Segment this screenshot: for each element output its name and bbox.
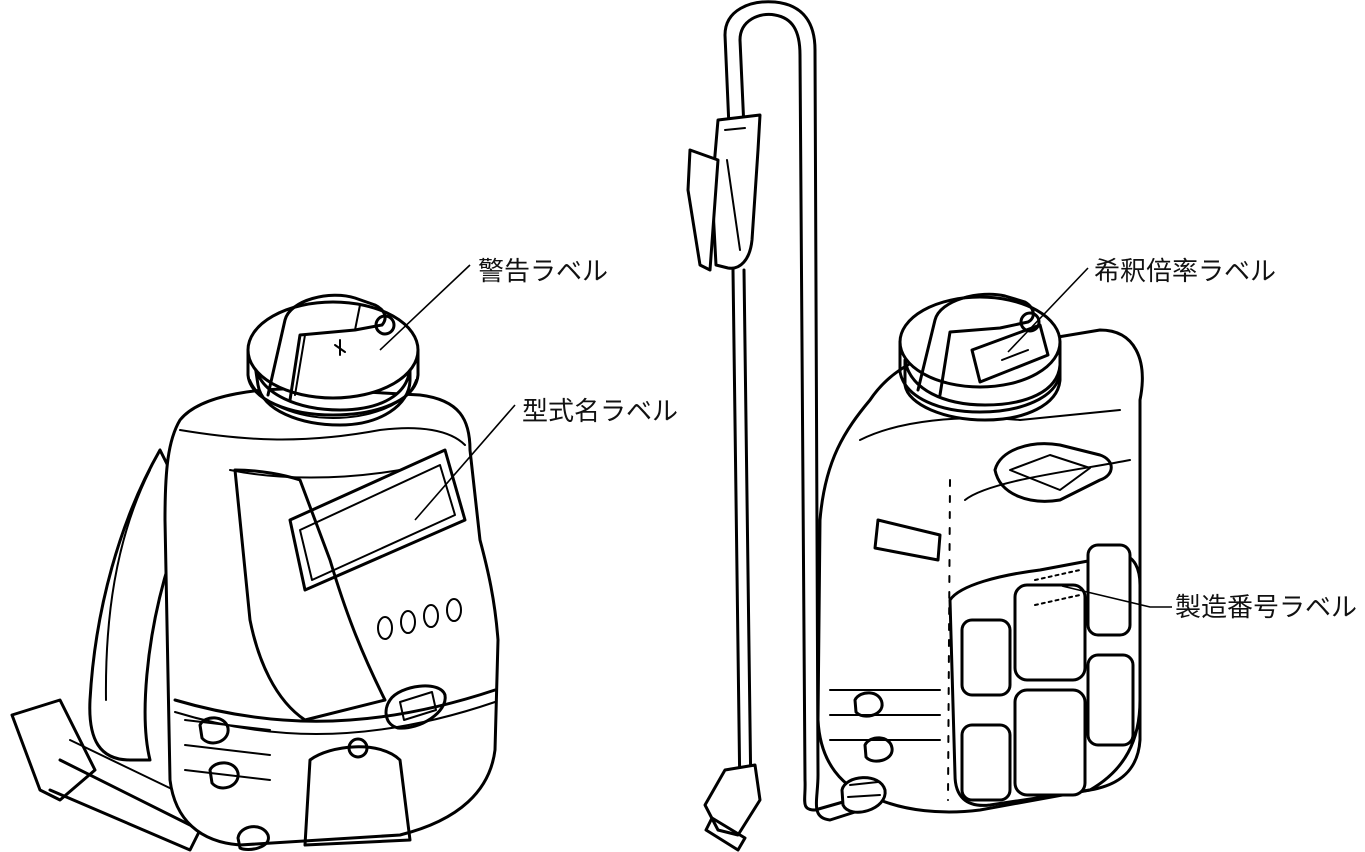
model-label-text: 型式名ラベル [522, 397, 678, 427]
model-leader [414, 404, 516, 521]
warning-leader [379, 264, 471, 351]
shoulder-strap [88, 448, 187, 762]
left-lid-handle [266, 293, 387, 402]
dial-row [377, 598, 462, 640]
dilution-label-text: 希釈倍率ラベル [1094, 257, 1276, 287]
wand-rod [731, 268, 742, 802]
spray-wand [686, 0, 857, 852]
right-lid [898, 295, 1062, 389]
leader-lines [379, 264, 1172, 608]
hose [738, 12, 852, 812]
right-sprayer [816, 292, 1144, 814]
model-label-window [288, 448, 467, 592]
nozzle [703, 763, 762, 837]
right-lid-handle [916, 292, 1035, 397]
warning-label-text: 警告ラベル [478, 257, 608, 287]
serial-leader [1061, 585, 1172, 608]
battery-pockets [960, 543, 1135, 802]
serial-label-text: 製造番号ラベル [1175, 593, 1357, 623]
trigger-handle [710, 113, 762, 270]
dilution-label-window [970, 323, 1050, 384]
left-lid [246, 300, 420, 400]
left-sprayer [10, 293, 500, 852]
back-handle [993, 442, 1113, 503]
strap-buckle [10, 698, 97, 802]
dilution-leader [1007, 267, 1089, 353]
